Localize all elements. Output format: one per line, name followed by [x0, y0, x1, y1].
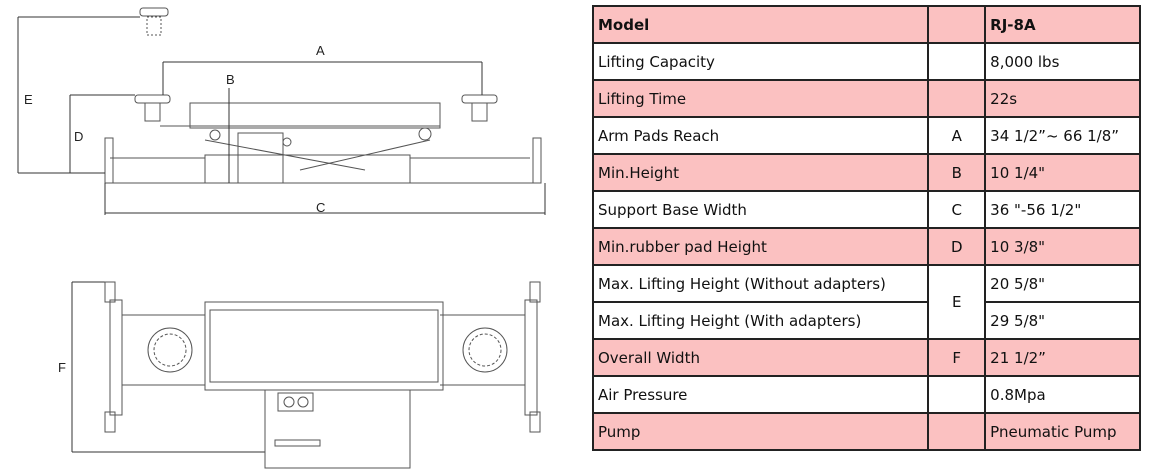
- row-label: Model: [591, 5, 930, 44]
- table-row: Model RJ-8A: [591, 5, 1141, 44]
- row-label: Support Base Width: [591, 190, 930, 229]
- row-code: E: [927, 264, 987, 340]
- top-view: [104, 281, 541, 469]
- row-code: F: [927, 338, 987, 377]
- row-code: [927, 79, 987, 118]
- row-code: [927, 412, 987, 451]
- row-label: Air Pressure: [591, 375, 930, 414]
- row-value: RJ-8A: [984, 5, 1141, 44]
- row-value: 0.8Mpa: [984, 375, 1141, 414]
- technical-drawing: A B C D E F: [17, 7, 546, 469]
- table-row: Pump Pneumatic Pump: [591, 412, 1141, 451]
- dimension-label-f: F: [58, 360, 66, 375]
- row-label: Arm Pads Reach: [591, 116, 930, 155]
- row-value: 36 "-56 1/2": [984, 190, 1141, 229]
- row-label: Lifting Capacity: [591, 42, 930, 81]
- dimension-label-b: B: [226, 72, 235, 87]
- row-value: 29 5/8": [984, 301, 1141, 340]
- spec-table: Model RJ-8A Lifting Capacity 8,000 lbs Lif…: [591, 5, 1141, 451]
- dimension-label-e: E: [24, 92, 33, 107]
- row-value: Pneumatic Pump: [984, 412, 1141, 451]
- row-label: Min.rubber pad Height: [591, 227, 930, 266]
- row-code: [927, 5, 987, 44]
- table-row: Max. Lifting Height (With adapters) 29 5/…: [591, 301, 1141, 340]
- row-code: B: [927, 153, 987, 192]
- row-code: C: [927, 190, 987, 229]
- row-value: 20 5/8": [984, 264, 1141, 303]
- row-label: Max. Lifting Height (With adapters): [591, 301, 930, 340]
- row-value: 34 1/2”~ 66 1/8”: [984, 116, 1141, 155]
- row-code: A: [927, 116, 987, 155]
- row-label: Pump: [591, 412, 930, 451]
- row-label: Max. Lifting Height (Without adapters): [591, 264, 930, 303]
- row-label: Min.Height: [591, 153, 930, 192]
- row-label: Overall Width: [591, 338, 930, 377]
- row-value: 22s: [984, 79, 1141, 118]
- row-value: 10 1/4": [984, 153, 1141, 192]
- dimension-label-a: A: [316, 43, 325, 58]
- table-row: Lifting Capacity 8,000 lbs: [591, 42, 1141, 81]
- row-code: D: [927, 227, 987, 266]
- row-code: [927, 375, 987, 414]
- table-row: Air Pressure 0.8Mpa: [591, 375, 1141, 414]
- dimension-label-c: C: [316, 200, 325, 215]
- row-value: 21 1/2”: [984, 338, 1141, 377]
- row-value: 10 3/8": [984, 227, 1141, 266]
- row-value: 8,000 lbs: [984, 42, 1141, 81]
- dimension-label-d: D: [74, 129, 83, 144]
- row-label: Lifting Time: [591, 79, 930, 118]
- table-row: Lifting Time 22s: [591, 79, 1141, 118]
- row-code: [927, 42, 987, 81]
- dimension-lines: [17, 16, 546, 453]
- side-view: [104, 7, 542, 184]
